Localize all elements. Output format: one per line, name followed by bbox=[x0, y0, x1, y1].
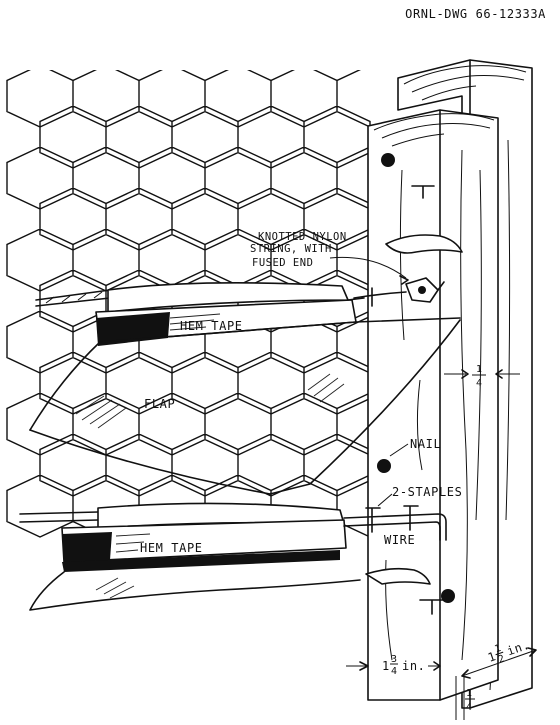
knotted-nylon-label-line3: FUSED END bbox=[252, 257, 313, 269]
nail-leader bbox=[389, 443, 409, 457]
knotted-nylon-label-line2: STRING, WITH bbox=[250, 243, 332, 255]
dimension-post-width: 1 3 4 in. bbox=[346, 640, 441, 690]
staples-leader bbox=[377, 493, 393, 507]
hem-tape-lower-label: HEM TAPE bbox=[140, 541, 203, 555]
wire-rod-left bbox=[19, 511, 99, 515]
nail-label: NAIL bbox=[410, 437, 441, 451]
dimension-gap-upper: 1 4 bbox=[444, 364, 520, 389]
drawing-number: ORNL-DWG 66-12333A bbox=[405, 7, 546, 21]
post-depth-frac-den: 2 bbox=[497, 653, 506, 665]
lower-hem-tape-group: HEM TAPE bbox=[19, 502, 361, 611]
nylon-leader bbox=[329, 256, 407, 279]
post-width-frac-num: 3 bbox=[391, 654, 397, 665]
wire-label: WIRE bbox=[384, 533, 415, 547]
wire-and-staples bbox=[343, 505, 447, 541]
nail-head-middle bbox=[377, 459, 391, 473]
post-depth-frac-num: 1 bbox=[493, 643, 502, 655]
gap-upper-numerator: 1 bbox=[476, 364, 482, 375]
post-width-whole: 1 bbox=[382, 659, 390, 673]
upper-hem-tape-group: HEM TAPE bbox=[35, 282, 461, 346]
dimension-gap-lower: 1 4 bbox=[455, 676, 475, 720]
nylon-string-left bbox=[35, 289, 111, 301]
flap: FLAP bbox=[29, 319, 461, 495]
flap-label: FLAP bbox=[144, 397, 175, 411]
dimension-post-depth: 1 1 2 in. bbox=[461, 638, 537, 679]
front-post bbox=[367, 109, 499, 701]
lower-clip bbox=[365, 567, 445, 615]
staple-two bbox=[403, 505, 419, 531]
nail-head-upper bbox=[381, 153, 395, 167]
hem-tape-upper-label: HEM TAPE bbox=[180, 319, 243, 333]
staple-one bbox=[365, 507, 381, 533]
nail-head-lower bbox=[441, 589, 455, 603]
post-depth-whole: 1 bbox=[486, 649, 498, 665]
gap-upper-denominator: 4 bbox=[476, 378, 482, 389]
upper-staple bbox=[411, 185, 435, 199]
gap-lower-denominator: 4 bbox=[466, 702, 472, 713]
nylon-knot bbox=[353, 277, 445, 307]
staples-label: 2-STAPLES bbox=[392, 485, 462, 499]
torn-bark bbox=[385, 234, 463, 254]
gap-lower-numerator: 1 bbox=[466, 688, 472, 699]
post-width-frac-den: 4 bbox=[391, 666, 397, 677]
knotted-nylon-label-line1: KNOTTED NYLON bbox=[258, 231, 347, 243]
post-width-unit: in. bbox=[402, 659, 425, 673]
